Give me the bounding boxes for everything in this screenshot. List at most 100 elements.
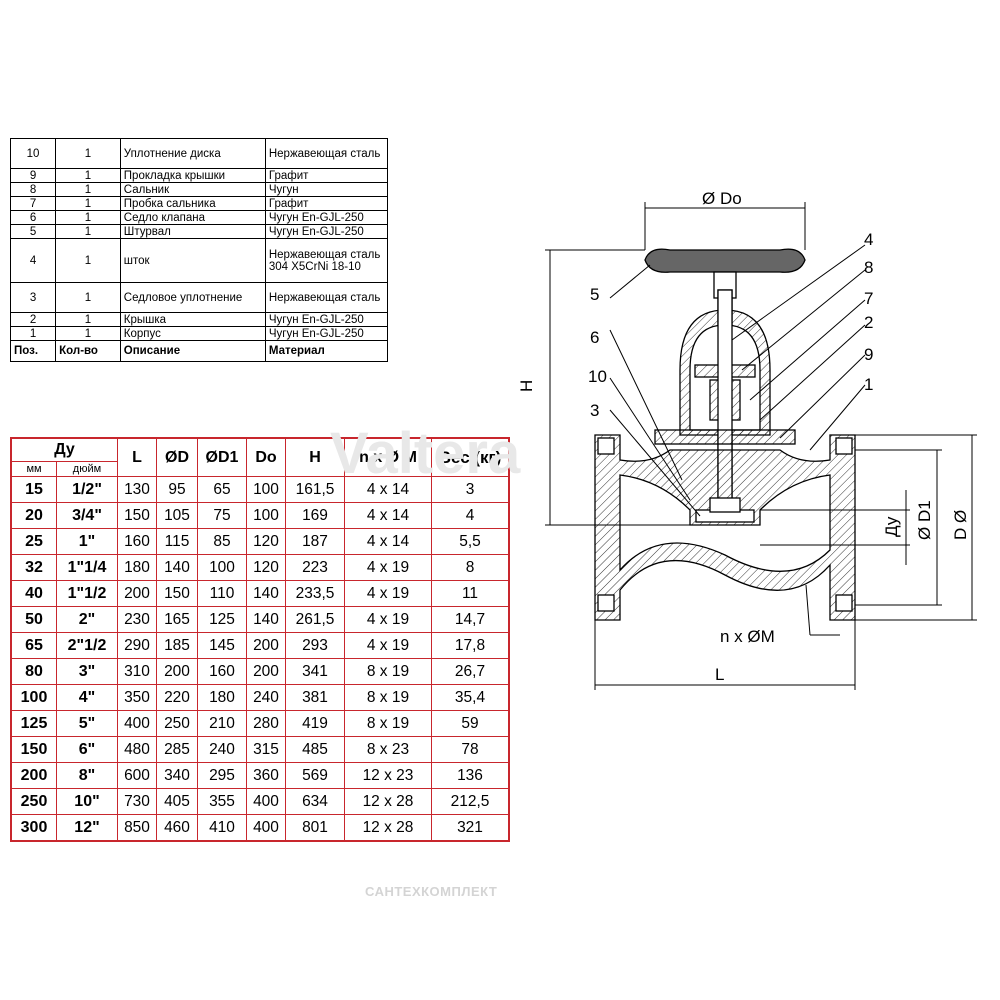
dims-cell: 145	[197, 632, 247, 659]
part-desc: Сальник	[119, 182, 266, 197]
part-pos: 1	[9, 326, 57, 341]
dims-cell: 59	[431, 710, 510, 737]
dims-cell: 1"	[56, 528, 118, 555]
dims-cell: 200	[246, 658, 286, 685]
dims-cell: 293	[285, 632, 345, 659]
dims-cell: 125	[10, 710, 57, 737]
callout-4: 4	[864, 230, 873, 249]
part-desc: Крышка	[119, 312, 266, 327]
dims-cell: 8 x 19	[344, 710, 432, 737]
dims-cell: 600	[117, 762, 157, 789]
dims-cell: 161,5	[285, 476, 345, 503]
dims-cell: 100	[246, 476, 286, 503]
dims-cell: 12"	[56, 814, 118, 842]
part-material: Нержавеющая сталь	[264, 138, 389, 169]
part-qty: 1	[55, 312, 121, 327]
col-du: Ду	[10, 437, 118, 462]
dims-cell: 240	[246, 684, 286, 711]
part-header-pos: Поз.	[9, 340, 57, 362]
label-Do: Ø Do	[702, 189, 742, 208]
col-inch: дюйм	[56, 461, 118, 477]
dims-cell: 250	[156, 710, 198, 737]
part-qty: 1	[55, 282, 121, 313]
dims-cell: 4 x 19	[344, 580, 432, 607]
dims-cell: 115	[156, 528, 198, 555]
dims-cell: 185	[156, 632, 198, 659]
dims-cell: 180	[197, 684, 247, 711]
dims-cell: 85	[197, 528, 247, 555]
dims-cell: 4 x 19	[344, 632, 432, 659]
dims-cell: 80	[10, 658, 57, 685]
part-qty: 1	[55, 196, 121, 211]
dims-cell: 140	[156, 554, 198, 581]
callout-1: 1	[864, 375, 873, 394]
dims-cell: 12 x 28	[344, 788, 432, 815]
dims-cell: 355	[197, 788, 247, 815]
dims-cell: 321	[431, 814, 510, 842]
dims-cell: 160	[197, 658, 247, 685]
part-header-qty: Кол-во	[55, 340, 121, 362]
callout-6: 6	[590, 328, 599, 347]
dims-cell: 261,5	[285, 606, 345, 633]
dims-cell: 280	[246, 710, 286, 737]
part-material: Нержавеющая сталь	[264, 282, 389, 313]
dims-cell: 160	[117, 528, 157, 555]
dims-cell: 850	[117, 814, 157, 842]
callout-8: 8	[864, 258, 873, 277]
dims-cell: 223	[285, 554, 345, 581]
dims-cell: 8 x 19	[344, 658, 432, 685]
callout-7: 7	[864, 289, 873, 308]
col-L: L	[117, 437, 157, 477]
dims-cell: 14,7	[431, 606, 510, 633]
part-desc: Пробка сальника	[119, 196, 266, 211]
callout-10: 10	[588, 367, 607, 386]
dims-cell: 4 x 19	[344, 606, 432, 633]
dims-cell: 360	[246, 762, 286, 789]
dims-cell: 26,7	[431, 658, 510, 685]
dims-cell: 25	[10, 528, 57, 555]
label-H: H	[517, 380, 536, 392]
dims-cell: 40	[10, 580, 57, 607]
dims-cell: 295	[197, 762, 247, 789]
dims-cell: 130	[117, 476, 157, 503]
dims-cell: 150	[156, 580, 198, 607]
part-material: Чугун En-GJL-250	[264, 210, 389, 225]
dims-cell: 6"	[56, 736, 118, 763]
dims-cell: 230	[117, 606, 157, 633]
dims-cell: 400	[117, 710, 157, 737]
dims-cell: 8 x 23	[344, 736, 432, 763]
part-material: Нержавеющая сталь 304 X5CrNi 18-10	[264, 238, 389, 283]
col-weight: Вес (кг)	[431, 437, 510, 477]
col-H: H	[285, 437, 345, 477]
dims-cell: 3"	[56, 658, 118, 685]
dims-cell: 8"	[56, 762, 118, 789]
dims-cell: 730	[117, 788, 157, 815]
part-pos: 3	[9, 282, 57, 313]
dims-cell: 480	[117, 736, 157, 763]
dims-cell: 4	[431, 502, 510, 529]
dims-cell: 410	[197, 814, 247, 842]
dims-cell: 187	[285, 528, 345, 555]
dims-cell: 200	[10, 762, 57, 789]
part-desc: Седловое уплотнение	[119, 282, 266, 313]
dims-cell: 400	[246, 788, 286, 815]
dims-cell: 381	[285, 684, 345, 711]
dims-cell: 485	[285, 736, 345, 763]
dims-cell: 165	[156, 606, 198, 633]
dims-cell: 2"	[56, 606, 118, 633]
dims-cell: 300	[10, 814, 57, 842]
part-material: Чугун	[264, 182, 389, 197]
dims-cell: 233,5	[285, 580, 345, 607]
